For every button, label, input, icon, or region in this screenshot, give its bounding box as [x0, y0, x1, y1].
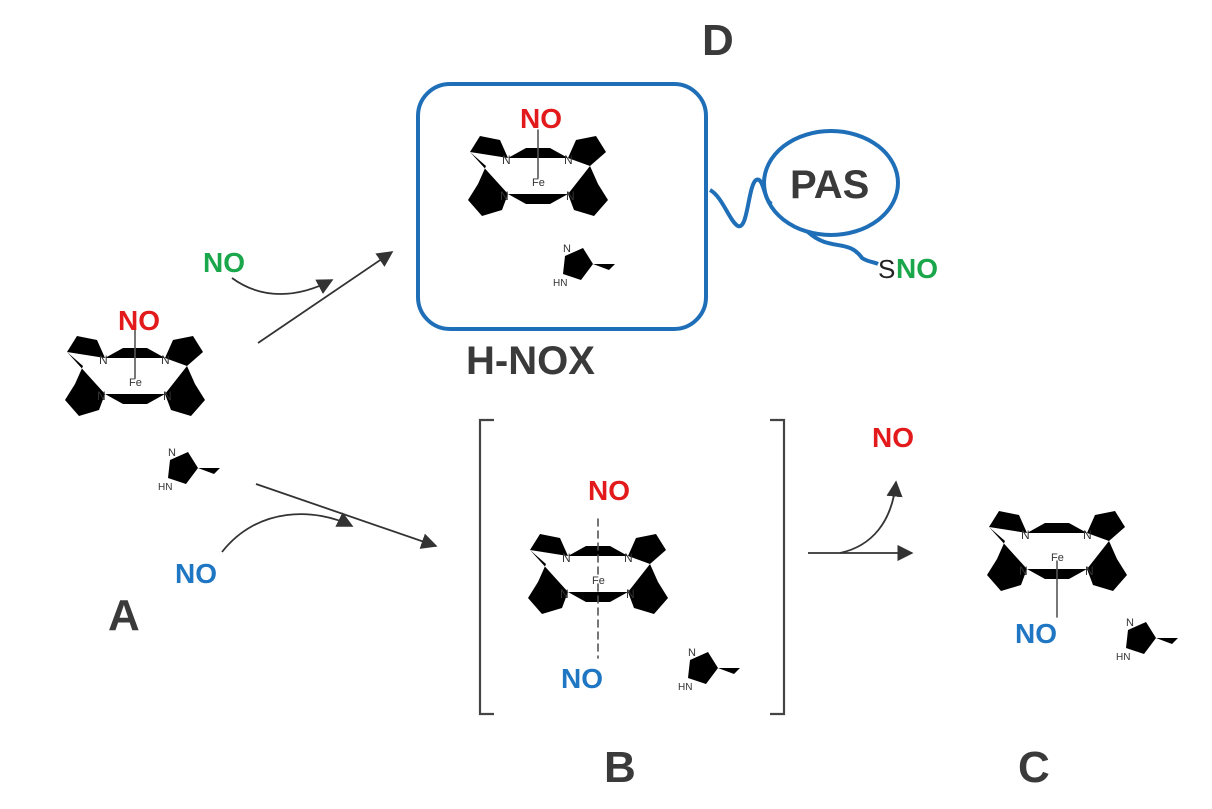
bracket-left: [478, 418, 494, 716]
panel-label-d: D: [702, 16, 734, 65]
panel-label-a: A: [108, 591, 140, 640]
no-ligand-d: NO: [520, 103, 562, 134]
molecule-b: [514, 515, 682, 659]
curved-arrow-green: [231, 277, 334, 295]
pas-label: PAS: [790, 163, 869, 207]
histidine-a: [158, 447, 220, 493]
molecule-a: [51, 324, 219, 428]
hnox-label: H-NOX: [466, 339, 595, 383]
sno-no-group: NO: [896, 253, 938, 284]
molecule-d: [454, 124, 622, 228]
histidine-c: [1116, 617, 1178, 663]
c-terminal-tail: [806, 230, 879, 266]
hnox-domain-box: [416, 82, 708, 331]
no-ligand-a: NO: [118, 305, 160, 336]
no-ligand-b-top: NO: [588, 475, 630, 506]
no-blue-reagent: NO: [175, 558, 217, 589]
curved-arrow-blue: [221, 512, 354, 553]
no-green-reagent: NO: [203, 247, 245, 278]
histidine-d: [553, 243, 615, 289]
histidine-b: [678, 647, 740, 693]
arrow-a-to-b: [255, 483, 438, 549]
panel-label-b: B: [604, 743, 636, 792]
no-ligand-c: NO: [1015, 618, 1057, 649]
no-released: NO: [872, 422, 914, 453]
bracket-right: [770, 418, 786, 716]
panel-label-c: C: [1018, 743, 1050, 792]
arrow-a-to-d: [257, 251, 394, 344]
molecule-c: [973, 499, 1141, 618]
curved-arrow-no-release: [839, 480, 903, 554]
pas-domain: [762, 129, 900, 237]
sulfur-atom: S: [878, 254, 895, 284]
no-ligand-b-bottom: NO: [561, 663, 603, 694]
